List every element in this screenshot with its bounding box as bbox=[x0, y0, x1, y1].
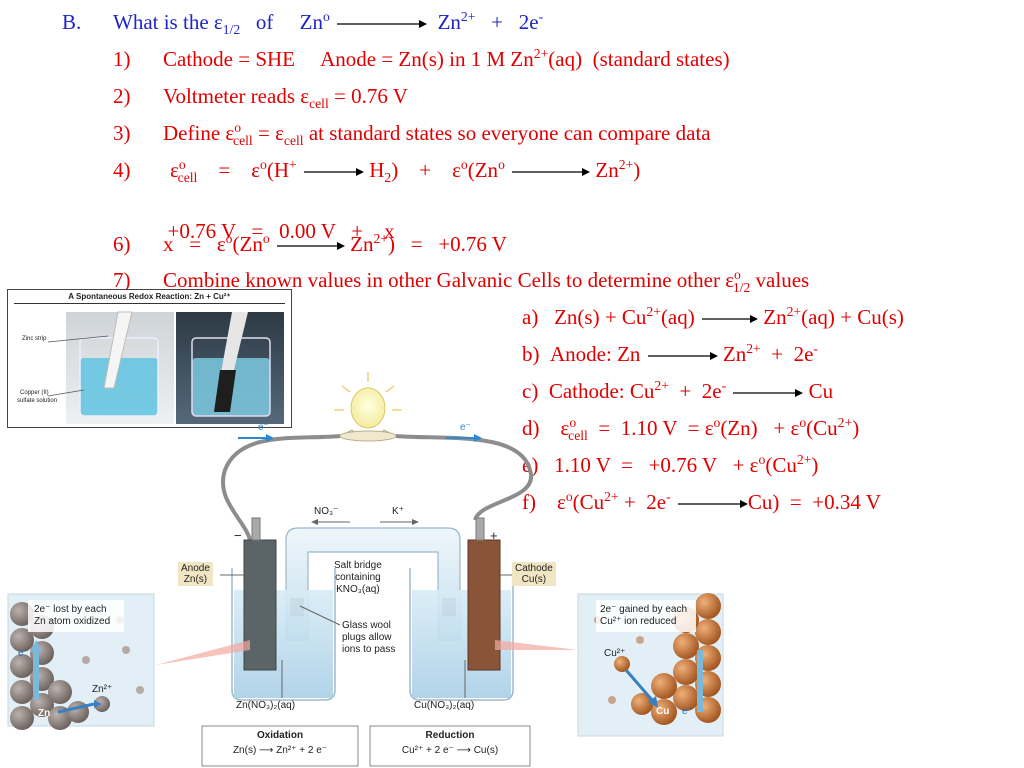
step-4-text: εocell = εo(H+ H2) + εo(Zno Zn2+) bbox=[170, 157, 641, 186]
step-2-text: Voltmeter reads εcell = 0.76 V bbox=[163, 84, 408, 112]
sub-item-e: e) 1.10 V = +0.76 V + εo(Cu2+) bbox=[522, 452, 819, 477]
copper-label-1: Copper (II) bbox=[20, 390, 49, 396]
right-electron-label: e⁻ bbox=[682, 706, 693, 717]
step-7: 7) bbox=[113, 268, 131, 292]
step-3: 3) bbox=[113, 121, 131, 145]
copper-nitrate-label: Cu(NO₃)₂(aq) bbox=[414, 700, 475, 711]
right-cu-atom-label: Cu bbox=[656, 706, 670, 717]
left-electron-label: e⁻ bbox=[18, 648, 29, 659]
step-6-text: x = εo(Zno Zn2+) = +0.76 V bbox=[163, 231, 507, 256]
anode-sign: − bbox=[234, 528, 242, 543]
reaction-arrow-icon bbox=[677, 500, 748, 509]
nitrate-label: NO₃⁻ bbox=[314, 506, 339, 517]
reaction-arrow-icon bbox=[337, 20, 428, 29]
copper-label-2: sulfate solution bbox=[17, 398, 58, 404]
step-7-text: Combine known values in other Galvanic C… bbox=[163, 267, 810, 296]
section-heading: B. bbox=[62, 10, 81, 34]
sub-item-f: f) εo(Cu2+ + 2e- Cu) = +0.34 V bbox=[522, 489, 881, 514]
reaction-arrow-icon bbox=[303, 168, 364, 177]
oxidation-title: Oxidation bbox=[256, 730, 304, 741]
reduction-equation: Cu²⁺ + 2 e⁻ ⟶ Cu(s) bbox=[401, 745, 499, 756]
electron-label-right: e⁻ bbox=[460, 422, 471, 433]
sub-item-d: d) εocell = 1.10 V = εo(Zn) + εo(Cu2+) bbox=[522, 415, 860, 444]
reaction-arrow-icon bbox=[512, 168, 591, 177]
sub-item-a: a) Zn(s) + Cu2+(aq) Zn2+(aq) + Cu(s) bbox=[522, 304, 904, 329]
step-4: 4) bbox=[113, 158, 131, 182]
reaction-arrow-icon bbox=[702, 315, 758, 324]
cathode-sign: + bbox=[490, 528, 498, 543]
reaction-arrow-icon bbox=[276, 242, 345, 251]
step-5-text: +0.76 V = 0.00 V + x bbox=[167, 219, 395, 243]
left-zn-atom-label: Zn bbox=[38, 708, 51, 719]
sub-item-b: b) Anode: Zn Zn2+ + 2e- bbox=[522, 341, 818, 366]
sub-item-c: c) Cathode: Cu2+ + 2e- Cu bbox=[522, 378, 834, 403]
step-6: 6) bbox=[113, 232, 131, 256]
question-line: What is the ε1/2 of Zno Zn2+ + 2e- bbox=[113, 9, 544, 38]
reduction-title: Reduction bbox=[425, 730, 475, 741]
section-letter: B. bbox=[62, 10, 82, 34]
reaction-arrow-icon bbox=[647, 352, 718, 361]
left-zn-ion-label: Zn²⁺ bbox=[92, 684, 113, 695]
step-3-text: Define εocell = εcell at standard states… bbox=[163, 120, 711, 149]
potassium-label: K⁺ bbox=[392, 506, 404, 517]
reaction-arrow-icon bbox=[733, 389, 804, 398]
redox-photo: A Spontaneous Redox Reaction: Zn + Cu²⁺ … bbox=[7, 289, 292, 428]
zinc-nitrate-label: Zn(NO₃)₂(aq) bbox=[236, 700, 296, 711]
step-1-text: Cathode = SHE Anode = Zn(s) in 1 M Zn2+(… bbox=[163, 46, 730, 71]
beaker-photos bbox=[47, 311, 284, 424]
electron-label-left: e⁻ bbox=[258, 422, 269, 433]
oxidation-equation: Zn(s) ⟶ Zn²⁺ + 2 e⁻ bbox=[232, 745, 328, 756]
zinc-strip-label: Zinc strip bbox=[22, 336, 47, 342]
step-2: 2) bbox=[113, 84, 131, 108]
right-cu-ion-label: Cu²⁺ bbox=[604, 648, 626, 659]
photo-title: A Spontaneous Redox Reaction: Zn + Cu²⁺ bbox=[14, 292, 285, 304]
step-1: 1) bbox=[113, 47, 131, 71]
